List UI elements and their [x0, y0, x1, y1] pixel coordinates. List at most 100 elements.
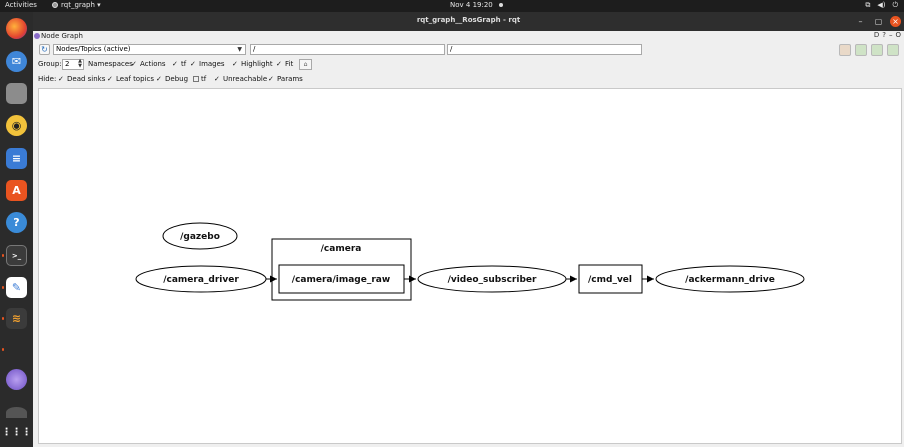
- hide-options-row: Hide: ✓Dead sinks ✓Leaf topics ✓Debug tf…: [33, 73, 904, 86]
- highlight-checkbox[interactable]: ✓Highlight: [232, 60, 273, 68]
- running-marker-icon: [2, 317, 4, 320]
- ackermann-drive-node-label: /ackermann_drive: [685, 275, 775, 285]
- rqt-plugin-icon: [34, 33, 40, 39]
- gazebo-node[interactable]: [162, 222, 238, 250]
- app-menu[interactable]: rqt_graph ▾: [52, 1, 101, 9]
- dock: ✉ ◉ ≡ A ? >_ ✎ ≋ ⋮⋮⋮: [0, 12, 33, 447]
- node-filter-input[interactable]: /: [250, 44, 445, 55]
- check-icon: ✓: [268, 74, 274, 83]
- group-spinbox[interactable]: 2 ▲▼: [62, 59, 84, 70]
- plugin-dock-button[interactable]: D: [873, 31, 880, 39]
- hide-label: Hide:: [38, 75, 56, 83]
- power-icon[interactable]: ⏻: [892, 1, 898, 9]
- unreachable-checkbox[interactable]: ✓Unreachable: [214, 75, 267, 83]
- text-editor-icon[interactable]: ✎: [6, 277, 27, 298]
- gazebo-node-label: /gazebo: [180, 232, 220, 242]
- camera-namespace-box[interactable]: [271, 238, 412, 301]
- firefox-icon[interactable]: [6, 18, 27, 39]
- save-svg-button[interactable]: [871, 44, 883, 56]
- hide-tf-checkbox[interactable]: tf: [193, 75, 206, 83]
- writer-icon[interactable]: ≡: [6, 148, 27, 169]
- unreachable-label: Unreachable: [223, 75, 268, 83]
- graph-mode-value: Nodes/Topics (active): [56, 45, 131, 53]
- debug-label: Debug: [165, 75, 189, 83]
- check-icon: ✓: [156, 74, 162, 83]
- graph-mode-select[interactable]: Nodes/Topics (active) ▼: [53, 44, 246, 55]
- system-top-bar: Activities rqt_graph ▾ Nov 4 19:20 ⧉ ◀) …: [0, 0, 904, 12]
- stack-app-icon[interactable]: ≋: [6, 308, 27, 329]
- params-label: Params: [277, 75, 303, 83]
- app-menu-label: rqt_graph ▾: [61, 1, 101, 9]
- fit-label: Fit: [285, 60, 294, 68]
- plugin-title-buttons: D ? – O: [874, 31, 901, 39]
- save-dot-button[interactable]: [855, 44, 867, 56]
- dead-sinks-checkbox[interactable]: ✓Dead sinks: [58, 75, 105, 83]
- running-marker-icon: [2, 348, 4, 351]
- leaf-topics-checkbox[interactable]: ✓Leaf topics: [107, 75, 154, 83]
- rhythmbox-icon[interactable]: ◉: [6, 115, 27, 136]
- plugin-help-button[interactable]: ?: [882, 31, 886, 39]
- plugin-close-button[interactable]: O: [895, 31, 901, 39]
- plugin-title-bar: Node Graph D ? – O: [33, 31, 904, 41]
- spin-arrows-icon: ▲▼: [78, 58, 82, 69]
- image-raw-topic-label: /camera/image_raw: [292, 275, 390, 285]
- plugin-minimize-button[interactable]: –: [888, 31, 893, 39]
- check-icon: ✓: [172, 59, 178, 68]
- save-image-button[interactable]: [887, 44, 899, 56]
- images-label: Images: [199, 60, 225, 68]
- help-icon[interactable]: ?: [6, 212, 27, 233]
- window-title-bar[interactable]: rqt_graph__RosGraph - rqt – ▢ ×: [33, 12, 904, 31]
- topic-filter-input[interactable]: /: [447, 44, 642, 55]
- camera-namespace-label: /camera: [321, 244, 362, 254]
- clock-text: Nov 4 19:20: [450, 1, 493, 9]
- disk-icon[interactable]: [6, 407, 27, 418]
- graph-canvas[interactable]: /gazebo /camera /camera_driver /camera/i…: [38, 88, 902, 444]
- fit-checkbox[interactable]: ✓Fit: [276, 60, 293, 68]
- rqt-icon[interactable]: [6, 369, 27, 390]
- tf-checkbox[interactable]: ✓tf: [172, 60, 186, 68]
- params-checkbox[interactable]: ✓Params: [268, 75, 303, 83]
- load-dot-button[interactable]: [839, 44, 851, 56]
- app-menu-icon: [52, 2, 58, 8]
- thunderbird-icon[interactable]: ✉: [6, 51, 27, 72]
- namespaces-label: Namespaces: [88, 60, 133, 68]
- check-icon: ✓: [131, 59, 137, 68]
- refresh-button[interactable]: ↻: [39, 44, 50, 55]
- ackermann-drive-node[interactable]: [655, 265, 805, 293]
- actions-label: Actions: [140, 60, 166, 68]
- group-options-row: Group: 2 ▲▼ Namespaces ✓Actions ✓tf ✓Ima…: [33, 58, 904, 71]
- maximize-button[interactable]: ▢: [874, 17, 883, 26]
- close-button[interactable]: ×: [890, 16, 901, 27]
- images-checkbox[interactable]: ✓Images: [190, 60, 225, 68]
- hide-tf-label: tf: [201, 75, 207, 83]
- group-label-text: Group:: [38, 60, 62, 68]
- actions-checkbox[interactable]: ✓Actions: [131, 60, 166, 68]
- plugin-title: Node Graph: [41, 32, 83, 40]
- hide-label-text: Hide:: [38, 75, 57, 83]
- software-center-icon[interactable]: A: [6, 180, 27, 201]
- ros-graph: /gazebo /camera /camera_driver /camera/i…: [135, 222, 805, 301]
- fit-view-button[interactable]: ⌂: [299, 59, 312, 70]
- check-icon: ✓: [214, 74, 220, 83]
- show-apps-icon[interactable]: ⋮⋮⋮: [1, 427, 32, 438]
- files-icon[interactable]: [6, 83, 27, 104]
- activities-button[interactable]: Activities: [5, 1, 37, 9]
- group-label: Group:: [38, 60, 62, 68]
- system-tray[interactable]: ⧉ ◀) ⏻: [865, 1, 898, 10]
- clock[interactable]: Nov 4 19:20: [450, 1, 503, 9]
- rqt-client-area: Node Graph D ? – O ↻ Nodes/Topics (activ…: [33, 31, 904, 447]
- terminal-icon[interactable]: >_: [6, 245, 27, 266]
- group-value: 2: [65, 60, 70, 68]
- network-icon[interactable]: ⧉: [865, 1, 871, 9]
- graph-toolbar: ↻ Nodes/Topics (active) ▼ / /: [33, 43, 904, 56]
- debug-checkbox[interactable]: ✓Debug: [156, 75, 188, 83]
- minimize-button[interactable]: –: [858, 17, 863, 26]
- chevron-down-icon: ▼: [237, 46, 242, 53]
- tf-label: tf: [181, 60, 187, 68]
- leaf-topics-label: Leaf topics: [116, 75, 154, 83]
- check-icon: ✓: [190, 59, 196, 68]
- camera-driver-node-label: /camera_driver: [163, 275, 239, 285]
- namespaces-checkbox[interactable]: Namespaces: [88, 60, 133, 68]
- highlight-label: Highlight: [241, 60, 273, 68]
- volume-icon[interactable]: ◀): [877, 1, 886, 9]
